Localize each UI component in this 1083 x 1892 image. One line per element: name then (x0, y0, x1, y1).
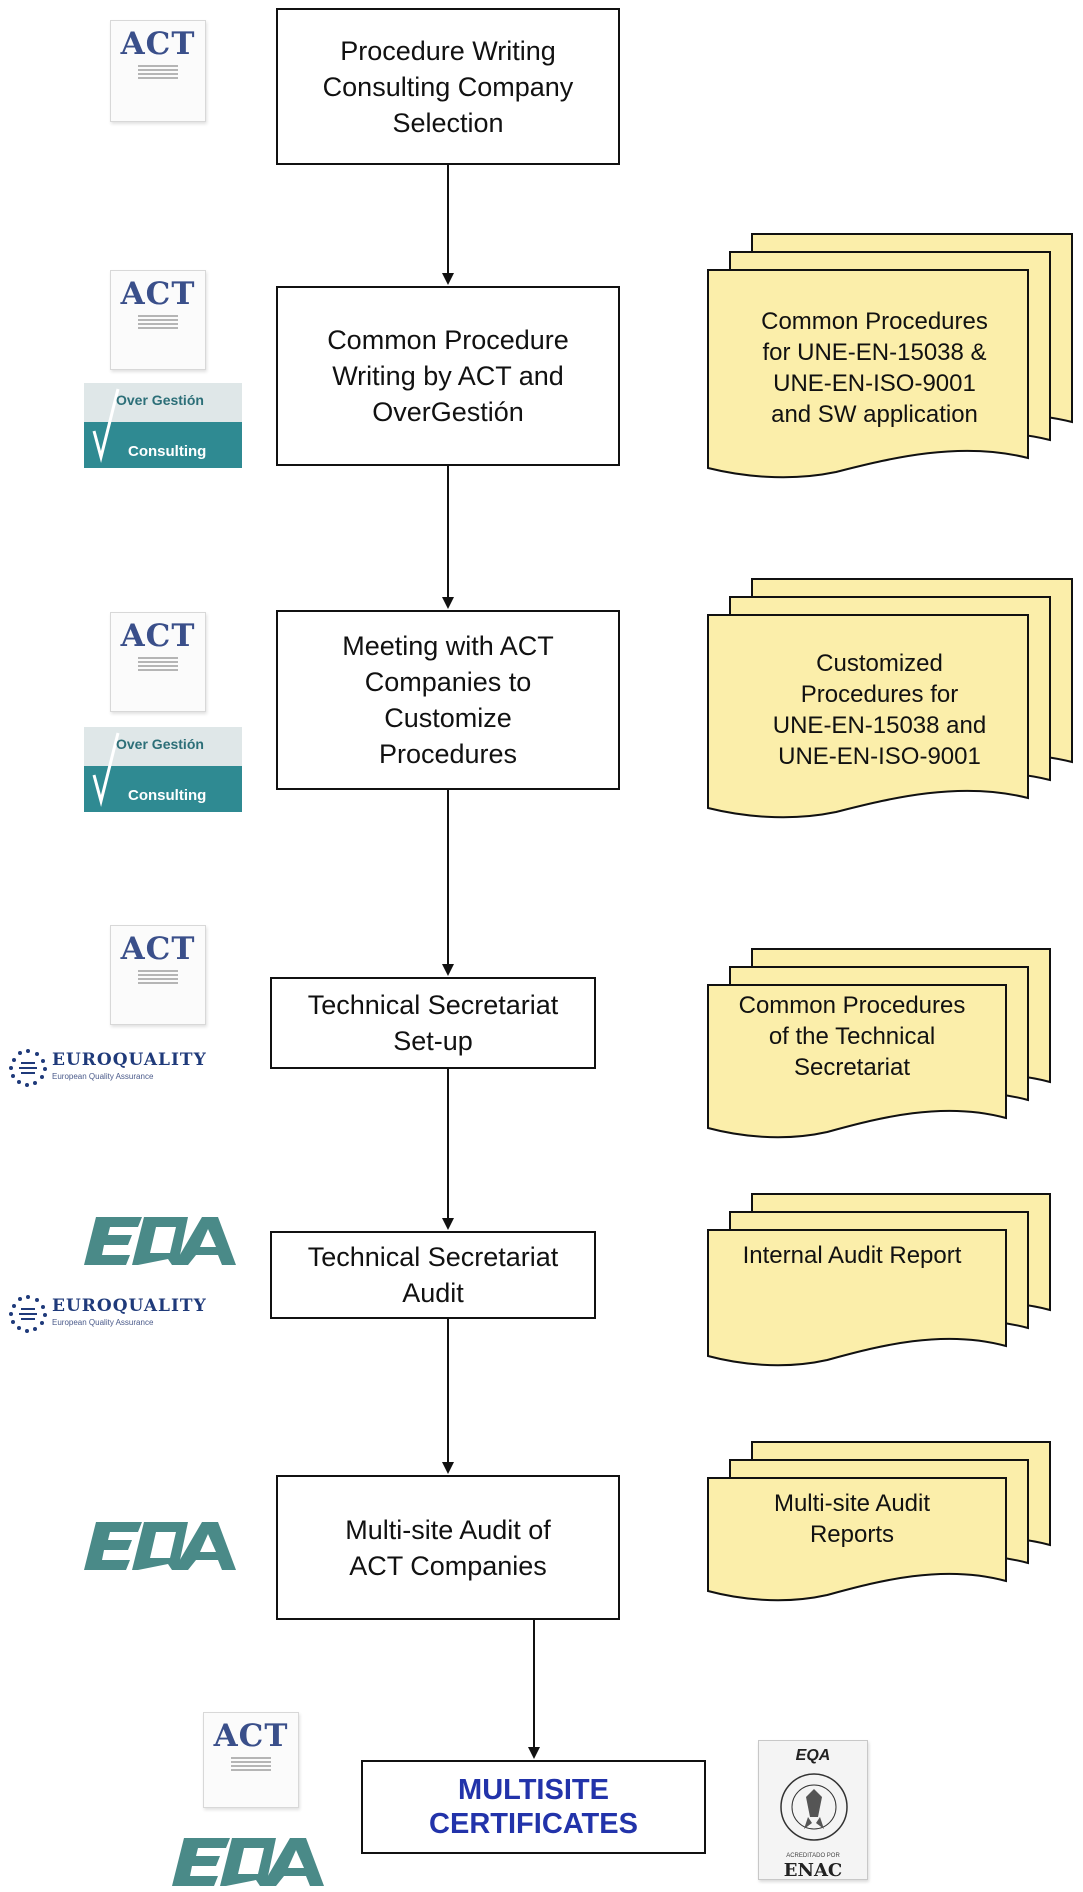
step-3-box: Meeting with ACT Companies to Customize … (276, 610, 620, 790)
step-3-label: Meeting with ACT Companies to Customize … (342, 631, 554, 769)
final-certificates-label: MULTISITE CERTIFICATES (429, 1774, 638, 1840)
step-6-label: Multi-site Audit of ACT Companies (345, 1514, 551, 1581)
step-4-label: Technical Secretariat Set-up (307, 990, 559, 1056)
step-4-box: Technical Secretariat Set-up (270, 977, 596, 1069)
step-1-box: Procedure Writing Consulting Company Sel… (276, 8, 620, 165)
step-5-label: Technical Secretariat Audit (307, 1242, 559, 1308)
act-logo: ACT (110, 20, 206, 122)
act-logo: ACT (110, 925, 206, 1025)
checkmark-icon (92, 732, 120, 807)
doc-2-sheet (707, 269, 1029, 479)
eqa-logo (84, 1520, 236, 1572)
doc-6-document-stack (707, 1441, 1051, 1602)
step-2-box: Common Procedure Writing by ACT and Over… (276, 286, 620, 466)
eqa-logo (172, 1836, 324, 1888)
certification-seal-icon (780, 1773, 848, 1841)
eqa-logo (84, 1215, 236, 1267)
checkmark-icon (92, 388, 120, 463)
step-1-label: Procedure Writing Consulting Company Sel… (322, 35, 574, 138)
final-certificates-box: MULTISITE CERTIFICATES (361, 1760, 706, 1854)
doc-4-sheet (707, 984, 1007, 1139)
overgestion-logo: Over Gestión Consulting (84, 383, 242, 468)
doc-3-document-stack (707, 578, 1073, 819)
doc-4-label: Common Procedures of the Technical Secre… (738, 992, 966, 1081)
overgestion-logo: Over Gestión Consulting (84, 727, 242, 812)
euroquality-logo: EUROQUALITY European Quality Assurance (8, 1292, 238, 1336)
doc-5-document-stack (707, 1193, 1051, 1367)
act-logo: ACT (203, 1712, 299, 1808)
act-logo: ACT (110, 612, 206, 712)
doc-3-label: Customized Procedures for UNE-EN-15038 a… (772, 650, 987, 770)
doc-6-sheet (707, 1477, 1007, 1602)
doc-2-label: Common Procedures for UNE-EN-15038 & UNE… (761, 308, 988, 428)
enac-certification-logo: EQA ACREDITADO POR ENAC (758, 1740, 868, 1881)
stars-icon (9, 1049, 47, 1087)
doc-6-label: Multi-site Audit Reports (773, 1490, 931, 1548)
euroquality-logo: EUROQUALITY European Quality Assurance (8, 1046, 238, 1090)
step-6-box: Multi-site Audit of ACT Companies (276, 1475, 620, 1620)
doc-3-sheet (707, 614, 1029, 819)
doc-5-label: Internal Audit Report (742, 1242, 962, 1269)
step-5-box: Technical Secretariat Audit (270, 1231, 596, 1319)
stars-icon (9, 1295, 47, 1333)
doc-4-document-stack (707, 948, 1051, 1139)
doc-5-sheet (707, 1229, 1007, 1367)
step-2-label: Common Procedure Writing by ACT and Over… (327, 325, 569, 427)
act-logo: ACT (110, 270, 206, 370)
doc-2-document-stack (707, 233, 1073, 479)
